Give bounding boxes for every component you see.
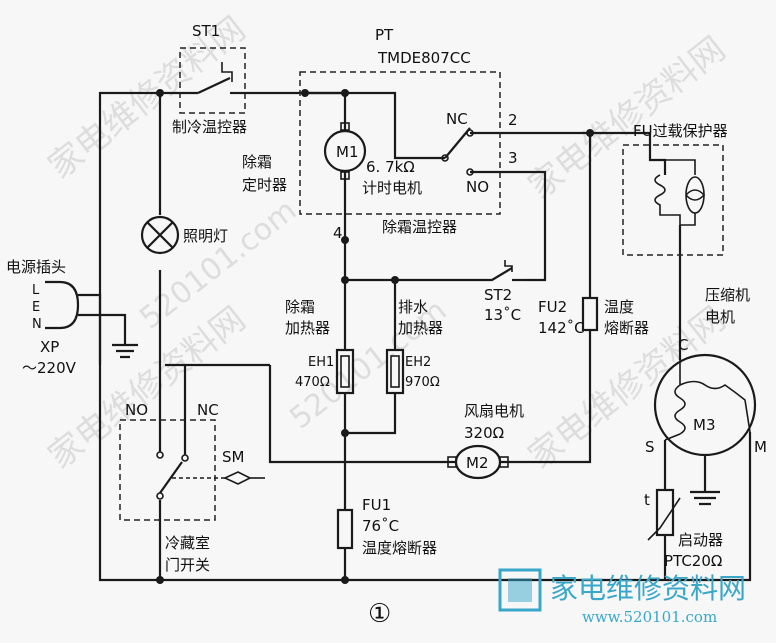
m1-resistance-label: 6. 7kΩ [366, 158, 415, 176]
logo-url: www.520101.com [582, 608, 717, 626]
plug-N-label: N [32, 317, 42, 332]
no-left-label: NO [125, 401, 148, 419]
junctions [156, 89, 594, 584]
ptc-starter: t 启动器 PTC20Ω [644, 488, 723, 570]
fan-motor-label: 风扇电机 [464, 402, 524, 420]
voltage-label: ～220V [22, 359, 77, 377]
st2-temp-label: 13˚C [484, 306, 521, 324]
drain-heater-label: 排水 [398, 298, 428, 316]
overload-protector: FU过载保护器 [622, 122, 728, 256]
fu2-label: FU2 [538, 298, 567, 316]
overload-protector-label: FU过载保护器 [633, 122, 728, 140]
m1-motor [323, 129, 367, 173]
eh2-drain-heater: 排水 加热器 EH2 970Ω [385, 298, 443, 395]
fu2-name-label-2: 熔断器 [604, 319, 649, 337]
lamp-label: 照明灯 [183, 227, 228, 245]
compressor-label-2: 电机 [705, 308, 735, 326]
fu1-thermal-fuse: FU1 76˚C 温度熔断器 [336, 496, 437, 557]
sm-label: SM [222, 448, 244, 466]
eh1-value-label: 470Ω [295, 375, 330, 390]
st1-label: ST1 [192, 22, 220, 40]
defrost-heater-label-2: 加热器 [285, 319, 330, 337]
nc-left-label: NC [197, 401, 219, 419]
fu1-label: FU1 [362, 496, 391, 514]
eh2-value-label: 970Ω [405, 375, 440, 390]
fan-motor-m2: M2 风扇电机 320Ω [447, 402, 524, 480]
site-logo: 家电维修资料网 www.520101.com [498, 568, 746, 626]
logo-mark-icon [498, 568, 542, 612]
terminal-3-label: 3 [508, 149, 518, 167]
drain-heater-label-2: 加热器 [398, 319, 443, 337]
watermark-text: 家电维修资料网 [521, 29, 733, 207]
m2-label: M2 [466, 454, 489, 472]
fu2-name-label: 温度 [604, 298, 634, 316]
defrost-thermostat-label: 除霜温控器 [382, 218, 457, 236]
cooling-thermostat-label: 制冷温控器 [172, 118, 247, 136]
fu1-temp-label: 76˚C [362, 517, 399, 535]
timer-motor-label: 计时电机 [362, 179, 422, 197]
compressor-label: 压缩机 [705, 286, 750, 304]
defrost-label: 除霜 [242, 153, 272, 171]
m1-label: M1 [336, 143, 359, 161]
xp-label: XP [40, 338, 59, 356]
logo-text: 家电维修资料网 [550, 572, 746, 605]
st2-defrost-thermostat: ST2 13˚C [480, 260, 525, 324]
figure-number: ① [368, 599, 391, 629]
defrost-heater-label: 除霜 [285, 298, 315, 316]
power-plug: 电源插头 L E N XP ～220V [6, 258, 138, 377]
lamp: 照明灯 [140, 215, 228, 255]
eh1-defrost-heater: 除霜 加热器 EH1 470Ω [285, 298, 355, 395]
fu1-name-label: 温度熔断器 [362, 539, 437, 557]
compressor-m3: 压缩机 电机 C M3 S M [645, 286, 767, 506]
plug-L-label: L [32, 283, 40, 298]
eh2-label: EH2 [405, 355, 431, 370]
starter-label: 启动器 [678, 531, 723, 549]
pt-defrost-timer: PT TMDE807CC M1 除霜 定时器 6. 7kΩ 计时电机 NC NO… [242, 26, 518, 242]
no-top-label: NO [466, 178, 489, 196]
door-switch: NO NC SM 冷藏室 门开关 [119, 365, 265, 574]
st1-thermostat: ST1 制冷温控器 [172, 22, 247, 136]
terminal-2-label: 2 [508, 111, 518, 129]
plug-E-label: E [32, 300, 40, 315]
pt-label: PT [375, 26, 394, 44]
door-switch-label: 冷藏室 [165, 534, 210, 552]
plug-label: 电源插头 [6, 258, 66, 276]
pt-model-label: TMDE807CC [377, 49, 471, 67]
nc-top-label: NC [446, 110, 468, 128]
terminal-4-label: 4 [333, 224, 343, 242]
eh1-label: EH1 [308, 355, 334, 370]
compressor-M-label: M [754, 438, 767, 456]
ptc-t-label: t [644, 491, 650, 509]
door-switch-label-2: 门开关 [165, 556, 210, 574]
fu2-temp-label: 142˚C [538, 319, 585, 337]
fan-resistance-label: 320Ω [464, 424, 504, 442]
ptc-value-label: PTC20Ω [664, 552, 722, 570]
timer-label: 定时器 [242, 176, 287, 194]
watermark-text: 家电维修资料网 [41, 9, 253, 187]
compressor-S-label: S [645, 438, 655, 456]
wires [98, 91, 752, 582]
st2-label: ST2 [484, 286, 512, 304]
fu2-thermal-fuse: FU2 142˚C 温度 熔断器 [538, 296, 649, 337]
compressor-C-label: C [678, 336, 688, 354]
m3-label: M3 [693, 416, 716, 434]
